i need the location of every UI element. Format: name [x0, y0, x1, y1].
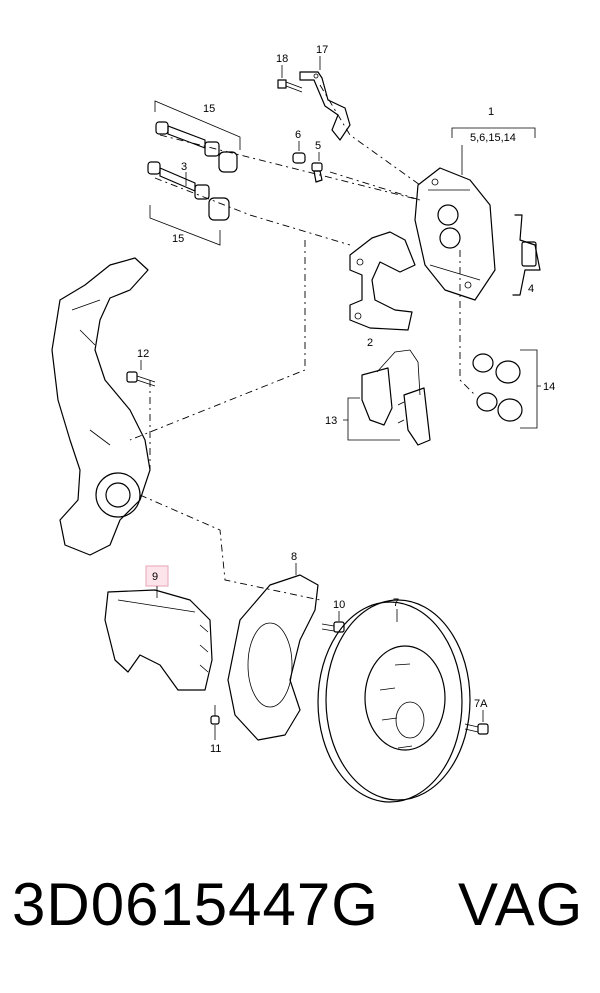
label-7a: 7A [474, 698, 488, 710]
splash-guard-9 [104, 589, 213, 691]
line-bracket-17 [299, 71, 351, 141]
label-6: 6 [295, 129, 301, 141]
brake-pads-13 [361, 367, 431, 446]
label-11: 11 [210, 743, 221, 755]
bolt-7a [464, 723, 489, 735]
backing-plate-8 [227, 574, 319, 741]
label-5: 5 [315, 140, 321, 152]
wear-sensor [376, 349, 421, 396]
guide-pin-top [155, 121, 238, 173]
bracket-15-top: 15 [154, 100, 241, 150]
label-10: 10 [333, 599, 345, 611]
label-13: 13 [325, 415, 337, 427]
label-15-bottom: 15 [172, 233, 184, 245]
label-15-top: 15 [203, 103, 215, 115]
bolt-10 [321, 621, 345, 633]
label-12: 12 [137, 348, 149, 360]
caliper-carrier-2 [349, 231, 416, 331]
bleeder-valve-5 [311, 162, 323, 183]
label-9: 9 [152, 571, 158, 583]
bracket-15-bottom: 15 [149, 205, 221, 246]
caliper-1 [414, 167, 496, 301]
label-1: 1 [488, 106, 494, 118]
label-2: 2 [367, 337, 373, 349]
bolt-11 [210, 705, 220, 725]
label-1-sub: 5,6,15,14 [470, 132, 516, 144]
label-4: 4 [528, 283, 534, 295]
spring-clip-4 [512, 214, 541, 296]
part-number: 3D0615447G [12, 871, 379, 938]
guide-pin-bottom [147, 161, 230, 221]
dust-cap-6 [292, 152, 306, 164]
assembly-lines [129, 84, 476, 601]
label-14: 14 [543, 381, 555, 393]
steering-knuckle [51, 257, 151, 556]
brake-disc-7 [317, 599, 471, 803]
brand-name: VAG [458, 871, 584, 938]
label-7: 7 [393, 597, 399, 609]
brake-assembly-diagram: 15 15 3 17 18 6 5 [51, 44, 555, 803]
bolt-18 [277, 79, 303, 93]
label-8: 8 [291, 551, 297, 563]
label-18: 18 [276, 53, 288, 65]
piston-seals-14 [472, 353, 523, 422]
label-17: 17 [316, 44, 328, 56]
bolt-12 [126, 371, 156, 387]
label-3: 3 [181, 161, 187, 173]
